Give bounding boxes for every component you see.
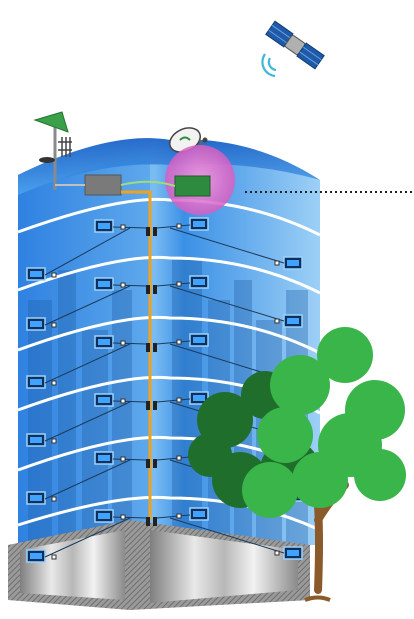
splitter-icon [153, 459, 157, 468]
tv-icon [27, 550, 45, 562]
splitter-icon [146, 401, 150, 410]
outlet-icon [52, 381, 56, 385]
outlet-icon [121, 515, 125, 519]
outlet-icon [177, 456, 181, 460]
tv-icon [95, 394, 113, 406]
tv-icon [190, 334, 208, 346]
headend-box [85, 175, 121, 195]
splitter-icon [153, 285, 157, 294]
tv-icon [95, 278, 113, 290]
outlet-icon [177, 224, 181, 228]
splitter-icon [146, 227, 150, 236]
outlet-icon [177, 514, 181, 518]
tv-icon [284, 315, 302, 327]
outlet-icon [177, 340, 181, 344]
outlet-icon [52, 555, 56, 559]
tv-icon [95, 452, 113, 464]
outlet-icon [52, 439, 56, 443]
splitter-icon [153, 343, 157, 352]
outlet-icon [275, 551, 279, 555]
splitter-icon [146, 517, 150, 526]
tv-icon [190, 276, 208, 288]
splitter-icon [153, 517, 157, 526]
outlet-icon [275, 261, 279, 265]
tv-icon [284, 257, 302, 269]
splitter-icon [153, 401, 157, 410]
tv-icon [95, 220, 113, 232]
tv-icon [27, 268, 45, 280]
tv-icon [27, 492, 45, 504]
outlet-icon [52, 497, 56, 501]
outlet-icon [177, 282, 181, 286]
tv-icon [190, 508, 208, 520]
receiver-box [175, 176, 210, 196]
outlet-icon [121, 399, 125, 403]
outlet-icon [121, 341, 125, 345]
outlet-icon [52, 323, 56, 327]
tv-icon [27, 318, 45, 330]
outlet-icon [177, 398, 181, 402]
tv-icon [95, 336, 113, 348]
tv-icon [27, 376, 45, 388]
outlet-icon [121, 225, 125, 229]
outlet-icon [52, 273, 56, 277]
outlet-icon [275, 319, 279, 323]
splitter-icon [146, 343, 150, 352]
tv-icon [27, 434, 45, 446]
tv-icon [190, 218, 208, 230]
outlet-icon [121, 283, 125, 287]
splitter-icon [153, 227, 157, 236]
splitter-icon [146, 285, 150, 294]
satellite-signal-icon [262, 54, 276, 76]
tv-icon [284, 547, 302, 559]
splitter-icon [146, 459, 150, 468]
tv-icon [95, 510, 113, 522]
satellite-icon [266, 21, 324, 69]
outlet-icon [121, 457, 125, 461]
